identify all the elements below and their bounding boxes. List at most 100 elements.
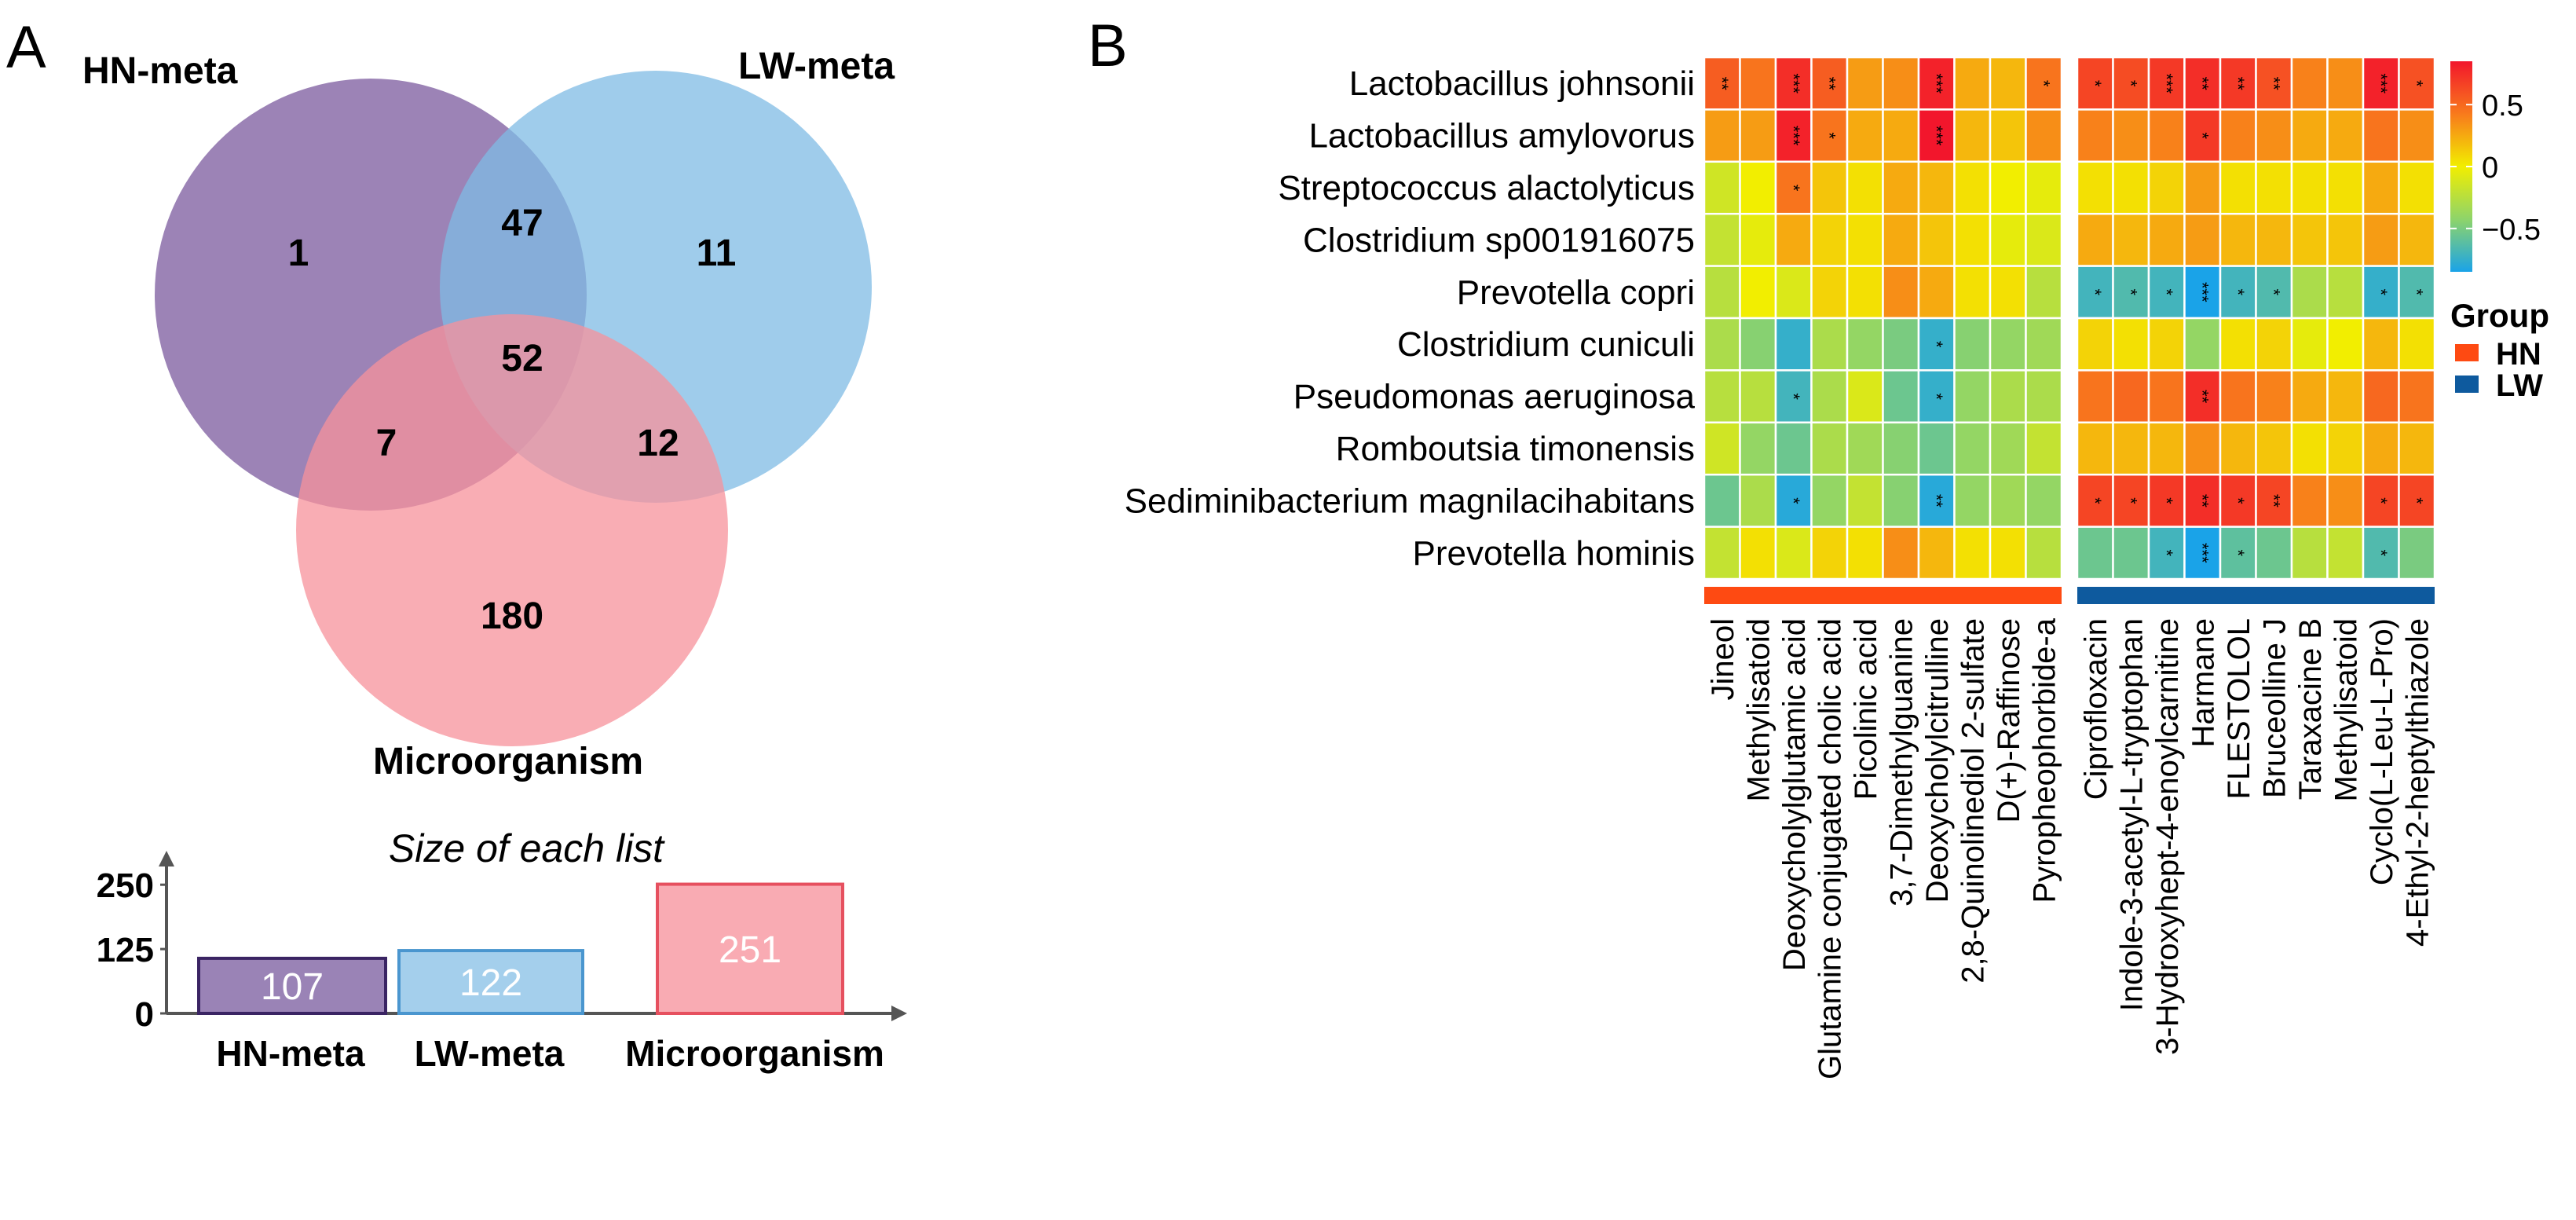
heatmap-cell <box>2398 473 2436 528</box>
heatmap-cell <box>2219 160 2257 215</box>
significance-marker: * <box>1927 341 1946 348</box>
bar-y-tick-label: 250 <box>97 866 154 905</box>
significance-marker: * <box>2406 289 2426 296</box>
heatmap-cell <box>2255 317 2293 372</box>
heatmap-cell <box>2290 421 2329 476</box>
heatmap-column-label: Deoxycholylglutamic acid <box>1777 618 1812 971</box>
heatmap-cell <box>2326 421 2365 476</box>
significance-marker: * <box>2120 80 2140 87</box>
significance-marker: * <box>2371 289 2391 296</box>
significance-marker: *** <box>1784 126 1803 146</box>
heatmap-cell <box>2147 317 2186 372</box>
heatmap-cell <box>1703 526 1741 581</box>
significance-marker: * <box>2371 497 2391 504</box>
heatmap-cell <box>1703 56 1741 111</box>
heatmap-cell <box>2255 212 2293 267</box>
heatmap-cell <box>1882 421 1920 476</box>
heatmap-cell <box>1810 56 1849 111</box>
group-legend-label-hn: HN <box>2496 337 2541 372</box>
heatmap-cell <box>2025 160 2063 215</box>
heatmap-column-label: Cyclo(L-Leu-L-Pro) <box>2365 618 2399 885</box>
heatmap-cell <box>2290 160 2329 215</box>
bar-category-label: LW-meta <box>415 1033 565 1074</box>
panel-b-label: B <box>1088 13 1128 79</box>
heatmap-cell <box>2112 317 2150 372</box>
heatmap-cell <box>2326 526 2365 581</box>
heatmap-cell <box>2076 526 2114 581</box>
heatmap-cell <box>1882 212 1920 267</box>
significance-marker: ** <box>2192 77 2212 91</box>
heatmap-cell <box>2219 212 2257 267</box>
heatmap-cell <box>2147 421 2186 476</box>
group-bar-lw <box>2077 587 2435 604</box>
heatmap-cell <box>2147 369 2186 424</box>
heatmap-cell <box>1774 526 1813 581</box>
heatmap-column-label: D(+)-Raffinose <box>1992 618 2026 822</box>
group-legend-label-lw: LW <box>2496 368 2543 403</box>
heatmap-cell <box>2025 317 2063 372</box>
heatmap-cell <box>1953 265 1992 320</box>
heatmap-row-label: Sediminibacterium magnilacihabitans <box>1125 482 1695 520</box>
venn-circle-microorganism <box>296 314 728 746</box>
heatmap-cell <box>1774 265 1813 320</box>
significance-marker: ** <box>1927 494 1946 508</box>
heatmap-cell <box>2362 473 2400 528</box>
heatmap-row-label: Prevotella hominis <box>1413 534 1696 573</box>
heatmap-cell <box>2255 526 2293 581</box>
heatmap-cell <box>1703 108 1741 163</box>
significance-marker: ** <box>1819 77 1839 91</box>
heatmap-cell <box>1846 421 1884 476</box>
heatmap-cell <box>2255 369 2293 424</box>
heatmap-cell <box>2362 212 2400 267</box>
heatmap-cell <box>1703 369 1741 424</box>
significance-marker: * <box>1784 497 1803 504</box>
significance-marker: * <box>2085 497 2105 504</box>
heatmap-column-label: Deoxycholylcitrulline <box>1920 618 1955 903</box>
heatmap-cell <box>1882 526 1920 581</box>
heatmap-cell <box>2219 421 2257 476</box>
significance-marker: * <box>2033 80 2053 87</box>
significance-marker: *** <box>2371 73 2391 93</box>
venn-set-label-hn-meta: HN-meta <box>82 50 238 92</box>
heatmap-column-label: Ciprofloxacin <box>2079 618 2113 800</box>
heatmap-row-label: Clostridium cuniculi <box>1397 325 1695 364</box>
significance-marker: * <box>2228 550 2248 557</box>
heatmap-cell <box>1774 421 1813 476</box>
heatmap-cell <box>2326 317 2365 372</box>
heatmap-cell <box>2025 369 2063 424</box>
venn-count-lw-micro: 12 <box>637 423 679 464</box>
heatmap-cell <box>2112 56 2150 111</box>
significance-marker: ** <box>2263 77 2283 91</box>
significance-marker: * <box>2085 289 2105 296</box>
heatmap-cell <box>1703 265 1741 320</box>
bar-lw-meta <box>397 949 584 1016</box>
heatmap-column-label: Methylisatoid <box>1741 618 1776 801</box>
color-scale-legend: 0.50−0.5 <box>2450 61 2541 272</box>
group-legend-swatch-hn <box>2455 344 2479 361</box>
heatmap-cell <box>1703 473 1741 528</box>
heatmap-cell <box>2076 108 2114 163</box>
heatmap-column-label: FLESTOLOL <box>2222 618 2256 799</box>
heatmap: ****************************************… <box>1125 56 2436 1079</box>
venn-set-label-lw-meta: LW-meta <box>738 46 895 87</box>
heatmap-cell <box>1739 317 1777 372</box>
heatmap-cell <box>2398 369 2436 424</box>
venn-count-hn-only: 1 <box>288 233 309 274</box>
heatmap-cell <box>1953 160 1992 215</box>
heatmap-cell <box>1703 212 1741 267</box>
heatmap-cell <box>2183 473 2222 528</box>
heatmap-cell <box>1739 108 1777 163</box>
heatmap-column-label: 3,7-Dimethylguanine <box>1884 618 1919 907</box>
significance-marker: * <box>2157 289 2176 296</box>
heatmap-cell <box>1810 473 1849 528</box>
bar-chart-title: Size of each list <box>389 826 665 870</box>
heatmap-cell <box>2255 108 2293 163</box>
heatmap-cell <box>2398 160 2436 215</box>
significance-marker: * <box>2120 497 2140 504</box>
heatmap-cell <box>2183 160 2222 215</box>
heatmap-cell <box>2398 265 2436 320</box>
heatmap-cell <box>1882 160 1920 215</box>
heatmap-cell <box>2112 212 2150 267</box>
heatmap-cell <box>1989 56 2027 111</box>
